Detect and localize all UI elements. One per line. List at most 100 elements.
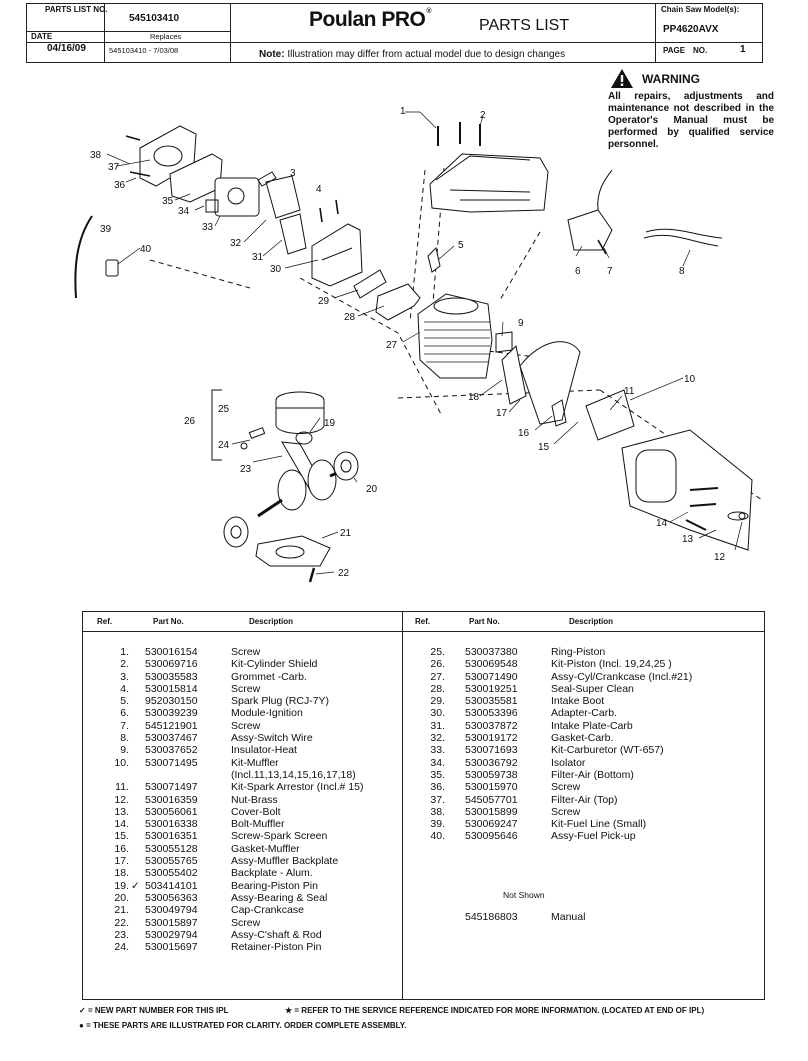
callout-2: 2 [480,110,486,121]
row-ref: 28. [430,682,445,695]
row-part-no: 530095646 [465,830,518,843]
page-label: PAGE [663,46,686,55]
row-ref: 19. [114,879,129,892]
row-part-no: 545057701 [465,793,518,806]
row-description: Screw [231,916,261,929]
row-description: Kit-Muffler [231,756,279,769]
new-part-mark: ✓ [79,1006,86,1015]
header-divider [104,4,105,62]
row-part-no: 530071490 [465,670,518,683]
header-divider [230,4,231,62]
row-part-no: 530015897 [145,916,198,929]
callout-31: 31 [252,252,264,263]
row-ref: 40. [430,830,445,843]
row-ref: 24. [114,941,129,954]
callout-11: 11 [624,386,635,397]
callout-15: 15 [538,442,550,453]
date-label: DATE [31,32,53,41]
row-part-no: 530015697 [145,941,198,954]
row-part-no: 530069716 [145,658,198,671]
row-description: Insulator-Heat [231,744,297,757]
row-part-no: 530069548 [465,658,518,671]
row-description: Screw [551,781,581,794]
row-description: Kit-Carburetor (WT-657) [551,744,664,757]
row-part-no: 530059738 [465,768,518,781]
callout-8: 8 [679,266,685,277]
row-description: Assy-Switch Wire [231,732,313,745]
row-description: Gasket-Muffler [231,842,300,855]
row-description: Intake Plate-Carb [551,719,633,732]
exploded-parts-diagram: 1234567891011121314151617181920212223242… [74,106,763,583]
callout-29: 29 [318,296,330,307]
row-ref: 16. [114,842,129,855]
row-part-no: 530055402 [145,867,198,880]
callout-39: 39 [100,224,112,235]
row-part-no: 530056061 [145,805,198,818]
row-description: Kit-Piston (Incl. 19,24,25 ) [551,658,672,671]
row-description: Kit-Cylinder Shield [231,658,318,671]
header-divider [27,31,230,32]
callout-5: 5 [458,240,464,251]
row-part-no: 530015814 [145,682,198,695]
row-part-no: 530016338 [145,818,198,831]
callout-22: 22 [338,568,350,579]
row-part-no: 530035581 [465,695,518,708]
callout-21: 21 [340,528,352,539]
row-part-no: 530036792 [465,756,518,769]
row-description: Assy-C'shaft & Rod [231,928,322,941]
row-description: Gasket-Carb. [551,732,614,745]
callout-23: 23 [240,464,252,475]
callout-20: 20 [366,484,378,495]
row-ref: 8. [120,732,129,745]
row-ref: 7. [120,719,129,732]
row-ref: 4. [120,682,129,695]
callout-36: 36 [114,180,126,191]
row-description: Bearing-Piston Pin [231,879,318,892]
row-part-no: 530071495 [145,756,198,769]
callout-1: 1 [400,106,406,117]
parts-list-no-label: PARTS LIST NO. [45,5,108,14]
row-ref: 15. [114,830,129,843]
callout-16: 16 [518,428,530,439]
row-part-no: 530069247 [465,818,518,831]
row-ref: 36. [430,781,445,794]
callout-10: 10 [684,374,696,385]
row-part-no: 530037872 [465,719,518,732]
new-part-mark: ✓ [131,879,140,892]
row-ref: 35. [430,768,445,781]
not-shown-label: Not Shown [503,890,545,900]
row-description: Screw [551,805,581,818]
col-header-part-no: Part No. [469,617,500,626]
row-ref: 9. [120,744,129,757]
row-ref: 18. [114,867,129,880]
callout-6: 6 [575,266,581,277]
row-description: Nut-Brass [231,793,278,806]
not-shown-description: Manual [551,911,586,923]
col-header-description: Description [249,617,294,626]
row-description: Isolator [551,756,586,769]
col-header-description: Description [569,617,614,626]
row-ref: 39. [430,818,445,831]
replaces-label: Replaces [150,32,182,41]
row-part-no: 530056363 [145,891,198,904]
row-part-no: 530035583 [145,670,198,683]
row-ref: 22. [114,916,129,929]
